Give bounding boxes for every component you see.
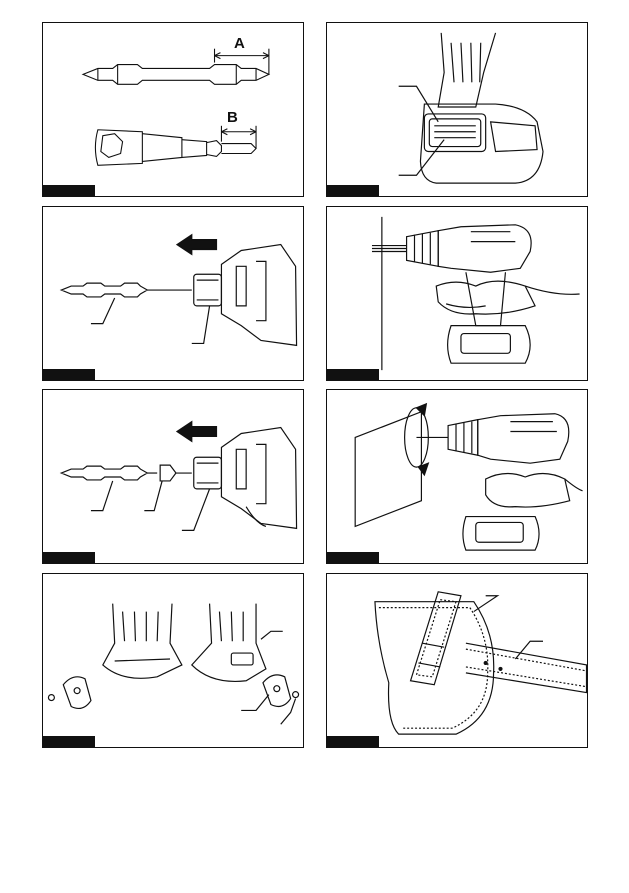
figure-panel-drilling-posture bbox=[326, 206, 588, 381]
holster-diagram bbox=[327, 574, 587, 747]
figure-panel-bit-dimensions: A B bbox=[42, 22, 304, 197]
dimension-label-a: A bbox=[234, 35, 245, 52]
figure-number-tab bbox=[43, 552, 95, 563]
bit-insertion-adapter-diagram bbox=[43, 390, 303, 563]
figure-number-tab bbox=[43, 736, 95, 747]
figure-panel-screwdriving bbox=[326, 389, 588, 564]
drilling-posture-diagram bbox=[327, 207, 587, 380]
screwdriving-diagram bbox=[327, 390, 587, 563]
battery-cartridge-diagram bbox=[327, 23, 587, 196]
figure-number-tab bbox=[327, 552, 379, 563]
figure-number-tab bbox=[43, 369, 95, 380]
figure-number-tab bbox=[327, 369, 379, 380]
figure-number-tab bbox=[43, 185, 95, 196]
figure-number-tab bbox=[327, 185, 379, 196]
figure-panel-battery-cartridge bbox=[326, 22, 588, 197]
figure-panel-hook-installation bbox=[42, 573, 304, 748]
hook-installation-diagram bbox=[43, 574, 303, 747]
dimension-label-b: B bbox=[227, 109, 238, 126]
bit-dimension-diagram bbox=[43, 23, 303, 196]
figure-panel-bit-insertion-adapter bbox=[42, 389, 304, 564]
bit-insertion-diagram bbox=[43, 207, 303, 380]
figure-panel-bit-insertion bbox=[42, 206, 304, 381]
figure-number-tab bbox=[327, 736, 379, 747]
figure-panel-holster bbox=[326, 573, 588, 748]
